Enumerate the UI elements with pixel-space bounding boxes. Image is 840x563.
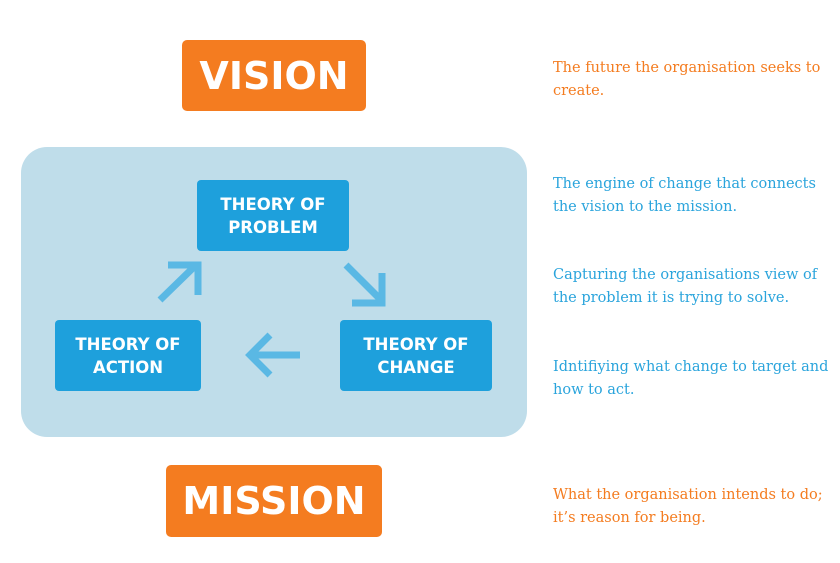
theory-of-action-line1: THEORY OF <box>75 334 181 354</box>
vision-label: VISION <box>199 53 349 98</box>
mission-description: What the organisation intends to do; it’… <box>553 487 823 526</box>
mission-box: MISSION <box>166 465 382 537</box>
theory-of-change-line1: THEORY OF <box>363 334 469 354</box>
theory-of-problem-box: THEORY OF PROBLEM <box>197 180 349 251</box>
engine-description: The engine of change that connects the v… <box>553 176 816 215</box>
change-description: Idntifiying what change to target and ho… <box>553 359 829 398</box>
theory-of-change-box: THEORY OF CHANGE <box>340 320 492 391</box>
mission-label: MISSION <box>182 479 366 523</box>
vision-box: VISION <box>182 40 366 111</box>
theory-of-problem-line2: PROBLEM <box>228 217 318 237</box>
theory-of-action-box: THEORY OF ACTION <box>55 320 201 391</box>
theory-of-change-line2: CHANGE <box>377 357 455 377</box>
theory-of-action-line2: ACTION <box>92 357 164 377</box>
theory-of-problem-line1: THEORY OF <box>220 194 326 214</box>
problem-description: Capturing the organisations view of the … <box>553 267 818 306</box>
vision-description: The future the organisation seeks to cre… <box>553 60 821 99</box>
